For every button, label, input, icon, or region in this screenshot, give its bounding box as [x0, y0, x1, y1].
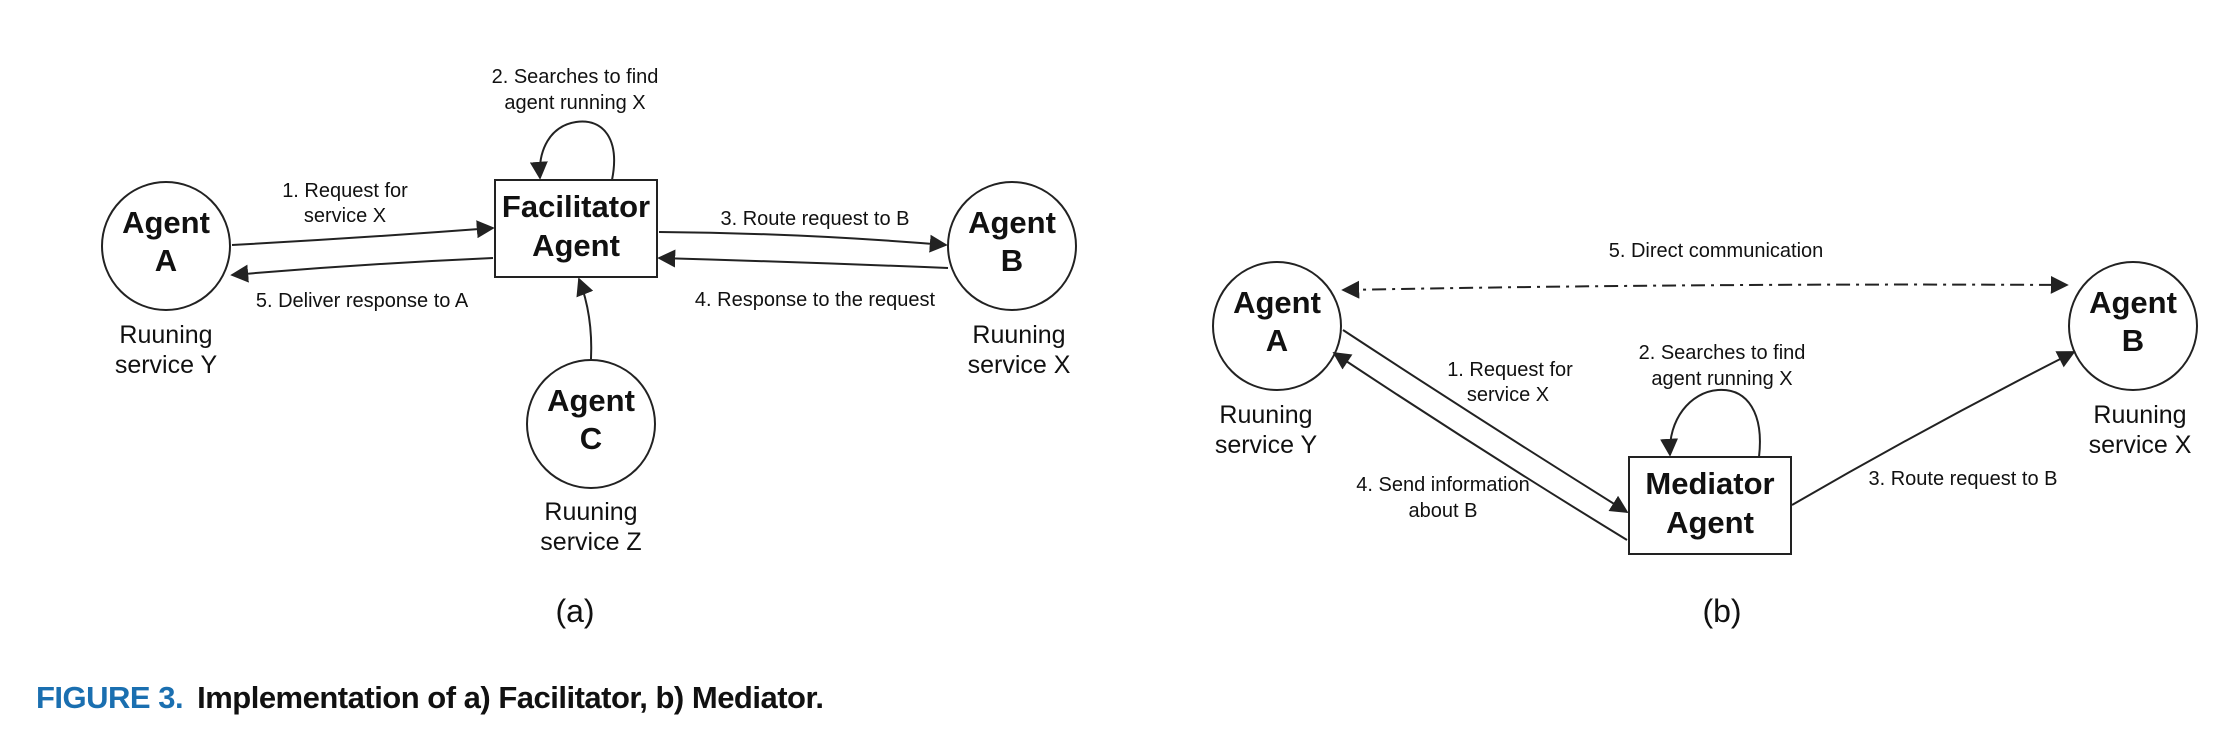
panel-a-self-loop-label-line1: 2. Searches to find	[492, 66, 659, 88]
panel-a: Agent A Ruuning service Y Facilitator Ag…	[101, 66, 1077, 629]
panel-a-facilitator-label-line2: Agent	[532, 228, 620, 263]
panel-a-request-label-line2: service X	[304, 205, 386, 227]
panel-b-agent-a-label-line1: Agent	[1233, 285, 1321, 320]
panel-a-agent-c-caption-line2: service Z	[540, 528, 641, 556]
panel-b-request-arrow	[1342, 329, 1629, 513]
panel-b-label: (b)	[1702, 593, 1741, 629]
panel-b-request-label-line2: service X	[1467, 384, 1549, 406]
panel-a-agent-c-label-line1: Agent	[547, 383, 635, 418]
panel-a-agent-a-caption-line2: service Y	[115, 351, 218, 379]
panel-a-agent-b-label-line1: Agent	[968, 205, 1056, 240]
panel-b: Agent A Ruuning service Y Agent B Ruunin…	[1212, 240, 2198, 629]
panel-a-facilitator-label-line1: Facilitator	[502, 189, 650, 224]
panel-a-agent-b-caption-line2: service X	[968, 351, 1071, 379]
panel-a-agent-a-label-line2: A	[155, 243, 177, 278]
panel-a-agent-c-arrow	[576, 277, 594, 360]
panel-a-request-arrow	[231, 220, 495, 246]
panel-b-agent-b-label-line2: B	[2122, 323, 2144, 358]
panel-a-deliver-label: 5. Deliver response to A	[256, 290, 469, 312]
panel-b-send-info-arrow	[1332, 352, 1628, 541]
panel-b-agent-a-caption-line2: service Y	[1215, 431, 1318, 459]
panel-a-agent-a-circle	[101, 181, 231, 311]
panel-a-route-label: 3. Route request to B	[720, 208, 909, 230]
panel-a-agent-c-caption-line1: Ruuning	[544, 498, 637, 526]
panel-a-agent-a-label-line1: Agent	[122, 205, 210, 240]
panel-a-agent-b-label-line2: B	[1001, 243, 1023, 278]
figure-number: FIGURE 3.	[36, 680, 184, 715]
panel-b-agent-b-caption-line1: Ruuning	[2093, 401, 2186, 429]
panel-a-response-label: 4. Response to the request	[695, 289, 936, 311]
panel-b-agent-b-caption-line2: service X	[2089, 431, 2192, 459]
panel-b-agent-b-label-line1: Agent	[2089, 285, 2177, 320]
panel-b-agent-b-circle	[2068, 261, 2198, 391]
figure-caption: FIGURE 3. Implementation of a) Facilitato…	[36, 680, 824, 716]
panel-a-agent-b-node: Agent B	[947, 181, 1077, 311]
panel-b-mediator-node: Mediator Agent	[1628, 456, 1792, 555]
panel-a-agent-b-circle	[947, 181, 1077, 311]
panel-a-agent-c-circle	[526, 359, 656, 489]
panel-a-deliver-arrow	[230, 257, 494, 283]
panel-a-agent-a-node: Agent A	[101, 181, 231, 311]
panel-a-agent-c-label-line2: C	[580, 421, 602, 456]
panel-a-label: (a)	[555, 593, 594, 629]
panel-b-agent-b-node: Agent B	[2068, 261, 2198, 391]
panel-a-agent-b-caption-line1: Ruuning	[972, 321, 1065, 349]
panel-a-route-arrow	[658, 231, 948, 253]
panel-a-self-loop-arrow	[529, 120, 616, 181]
panel-b-agent-a-caption-line1: Ruuning	[1219, 401, 1312, 429]
panel-a-facilitator-node: Facilitator Agent	[494, 179, 658, 278]
panel-a-facilitator-box	[494, 179, 658, 278]
panel-b-direct-communication-arrow	[1341, 275, 2069, 299]
panel-a-response-arrow	[657, 249, 949, 269]
panel-b-send-info-label-line1: 4. Send information	[1356, 474, 1529, 496]
panel-b-self-loop-label-line2: agent running X	[1651, 368, 1792, 390]
panel-b-self-loop-label-line1: 2. Searches to find	[1639, 342, 1806, 364]
panel-a-agent-a-caption-line1: Ruuning	[119, 321, 212, 349]
panel-b-route-label: 3. Route request to B	[1868, 468, 2057, 490]
figure-caption-text: Implementation of a) Facilitator, b) Med…	[197, 680, 824, 715]
panel-b-direct-label: 5. Direct communication	[1609, 240, 1824, 262]
panel-b-self-loop-arrow	[1660, 388, 1761, 458]
panel-b-agent-a-node: Agent A	[1212, 261, 1342, 391]
panel-b-agent-a-label-line2: A	[1266, 323, 1288, 358]
panel-b-agent-a-circle	[1212, 261, 1342, 391]
panel-b-request-label-line1: 1. Request for	[1447, 359, 1573, 381]
panel-a-agent-c-node: Agent C	[526, 359, 656, 489]
panel-a-self-loop-label-line2: agent running X	[504, 92, 645, 114]
panel-a-request-label-line1: 1. Request for	[282, 180, 408, 202]
panel-b-route-arrow	[1791, 351, 2076, 506]
panel-b-mediator-label-line2: Agent	[1666, 505, 1754, 540]
panel-b-send-info-label-line2: about B	[1409, 500, 1478, 522]
panel-b-mediator-label-line1: Mediator	[1645, 466, 1774, 501]
panel-b-mediator-box	[1628, 456, 1792, 555]
